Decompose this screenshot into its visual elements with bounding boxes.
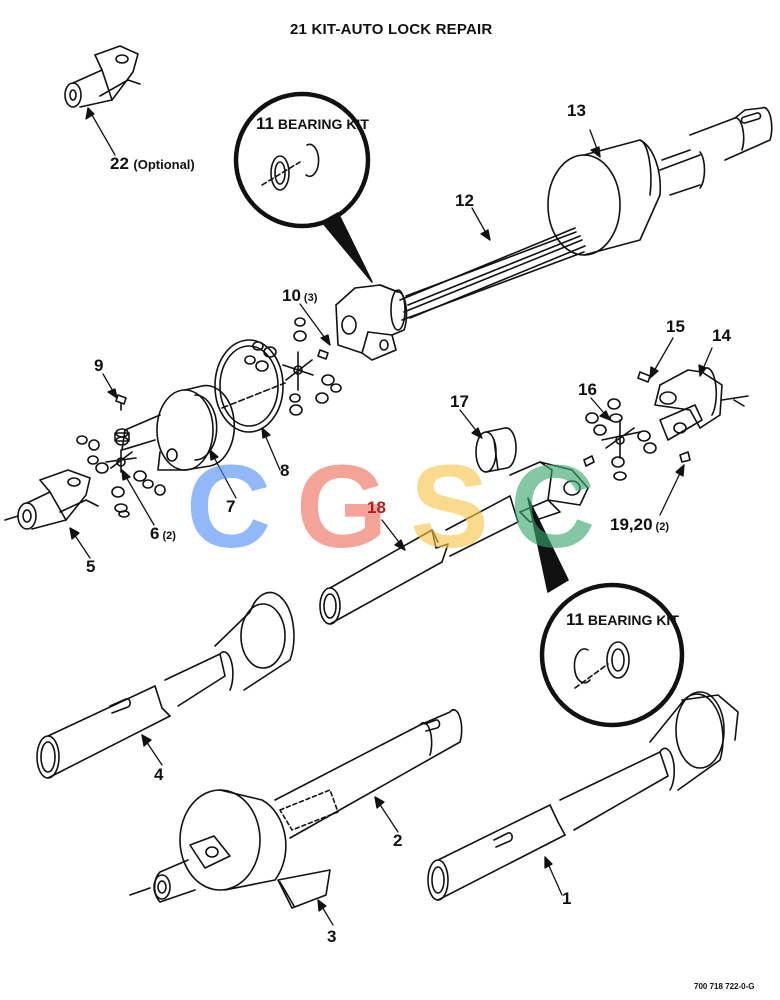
callout-leaders: [69, 107, 713, 926]
callout-19-20: 19,20(2): [610, 516, 669, 534]
callout-7: 7: [226, 497, 236, 516]
shield-assembly-2: [129, 709, 463, 903]
callout-22: 22 (Optional): [110, 155, 195, 173]
bearing-kit-bottom-label: 11 BEARING KIT: [566, 611, 679, 628]
outer-tube-4: [36, 591, 295, 779]
callout-6: 6(2): [150, 525, 176, 543]
callout-16: 16: [578, 380, 597, 399]
drawing-number: 700 718 722-0-G: [694, 982, 755, 991]
callout-22-note: (Optional): [133, 157, 195, 172]
callout-5: 5: [86, 557, 96, 576]
callout-15: 15: [666, 317, 685, 336]
callout-10-qty: (3): [303, 292, 318, 304]
bearing-kit-top-label: 11 BEARING KIT: [256, 115, 369, 132]
diagram-title: 21 KIT-AUTO LOCK REPAIR: [290, 21, 493, 38]
bearing-kit-top-bubble: [233, 91, 373, 283]
bearing-kit-top-text: BEARING KIT: [277, 116, 369, 132]
cross-bearing-set-upper: [244, 317, 342, 416]
outer-tube-1: [427, 691, 739, 901]
callout-10-number: 10: [282, 286, 301, 305]
inner-tube-18: [319, 495, 519, 625]
shield-half-3: [277, 869, 331, 909]
end-yoke-5: [4, 469, 99, 530]
grease-fitting-9: [115, 394, 127, 411]
snap-ring-8: [214, 339, 286, 433]
watermark-letter-c1: C: [186, 441, 272, 573]
callout-9: 9: [94, 356, 104, 375]
inner-yoke-10: [335, 284, 399, 361]
bearing-kit-bottom-bubble: [527, 497, 685, 728]
callout-22-number: 22: [110, 154, 129, 173]
yoke-14: [637, 367, 749, 441]
outer-shield-13: [547, 106, 773, 256]
callout-8: 8: [280, 461, 290, 480]
callout-19-20-qty: (2): [655, 521, 669, 533]
optional-yoke-22: [64, 45, 141, 108]
bearing-17: [475, 427, 517, 473]
callout-12: 12: [455, 191, 474, 210]
bearing-kit-bottom-text: BEARING KIT: [587, 612, 679, 628]
watermark-letter-c2: C: [510, 441, 596, 573]
callout-17: 17: [450, 392, 469, 411]
callout-2: 2: [393, 831, 403, 850]
callout-1: 1: [562, 889, 572, 908]
callout-6-qty: (2): [162, 530, 176, 542]
bearing-kit-bottom-number: 11: [566, 610, 584, 629]
callout-19-20-number: 19,20: [610, 515, 653, 534]
callout-14: 14: [712, 326, 731, 345]
callout-3: 3: [327, 927, 337, 946]
bearing-kit-top-number: 11: [256, 114, 274, 133]
inner-tube-yoke: [509, 461, 589, 523]
cross-bearing-set-right: [583, 398, 691, 481]
splined-shaft-12: [379, 227, 586, 336]
callout-6-number: 6: [150, 524, 160, 543]
callout-10: 10(3): [282, 287, 317, 305]
watermark-letter-g: G: [296, 441, 388, 573]
callout-18: 18: [367, 498, 386, 517]
double-yoke-7: [121, 384, 236, 471]
callout-4: 4: [154, 765, 164, 784]
cross-bearing-set-left: [76, 428, 166, 518]
callout-13: 13: [567, 101, 586, 120]
watermark-letter-s: S: [410, 441, 489, 573]
